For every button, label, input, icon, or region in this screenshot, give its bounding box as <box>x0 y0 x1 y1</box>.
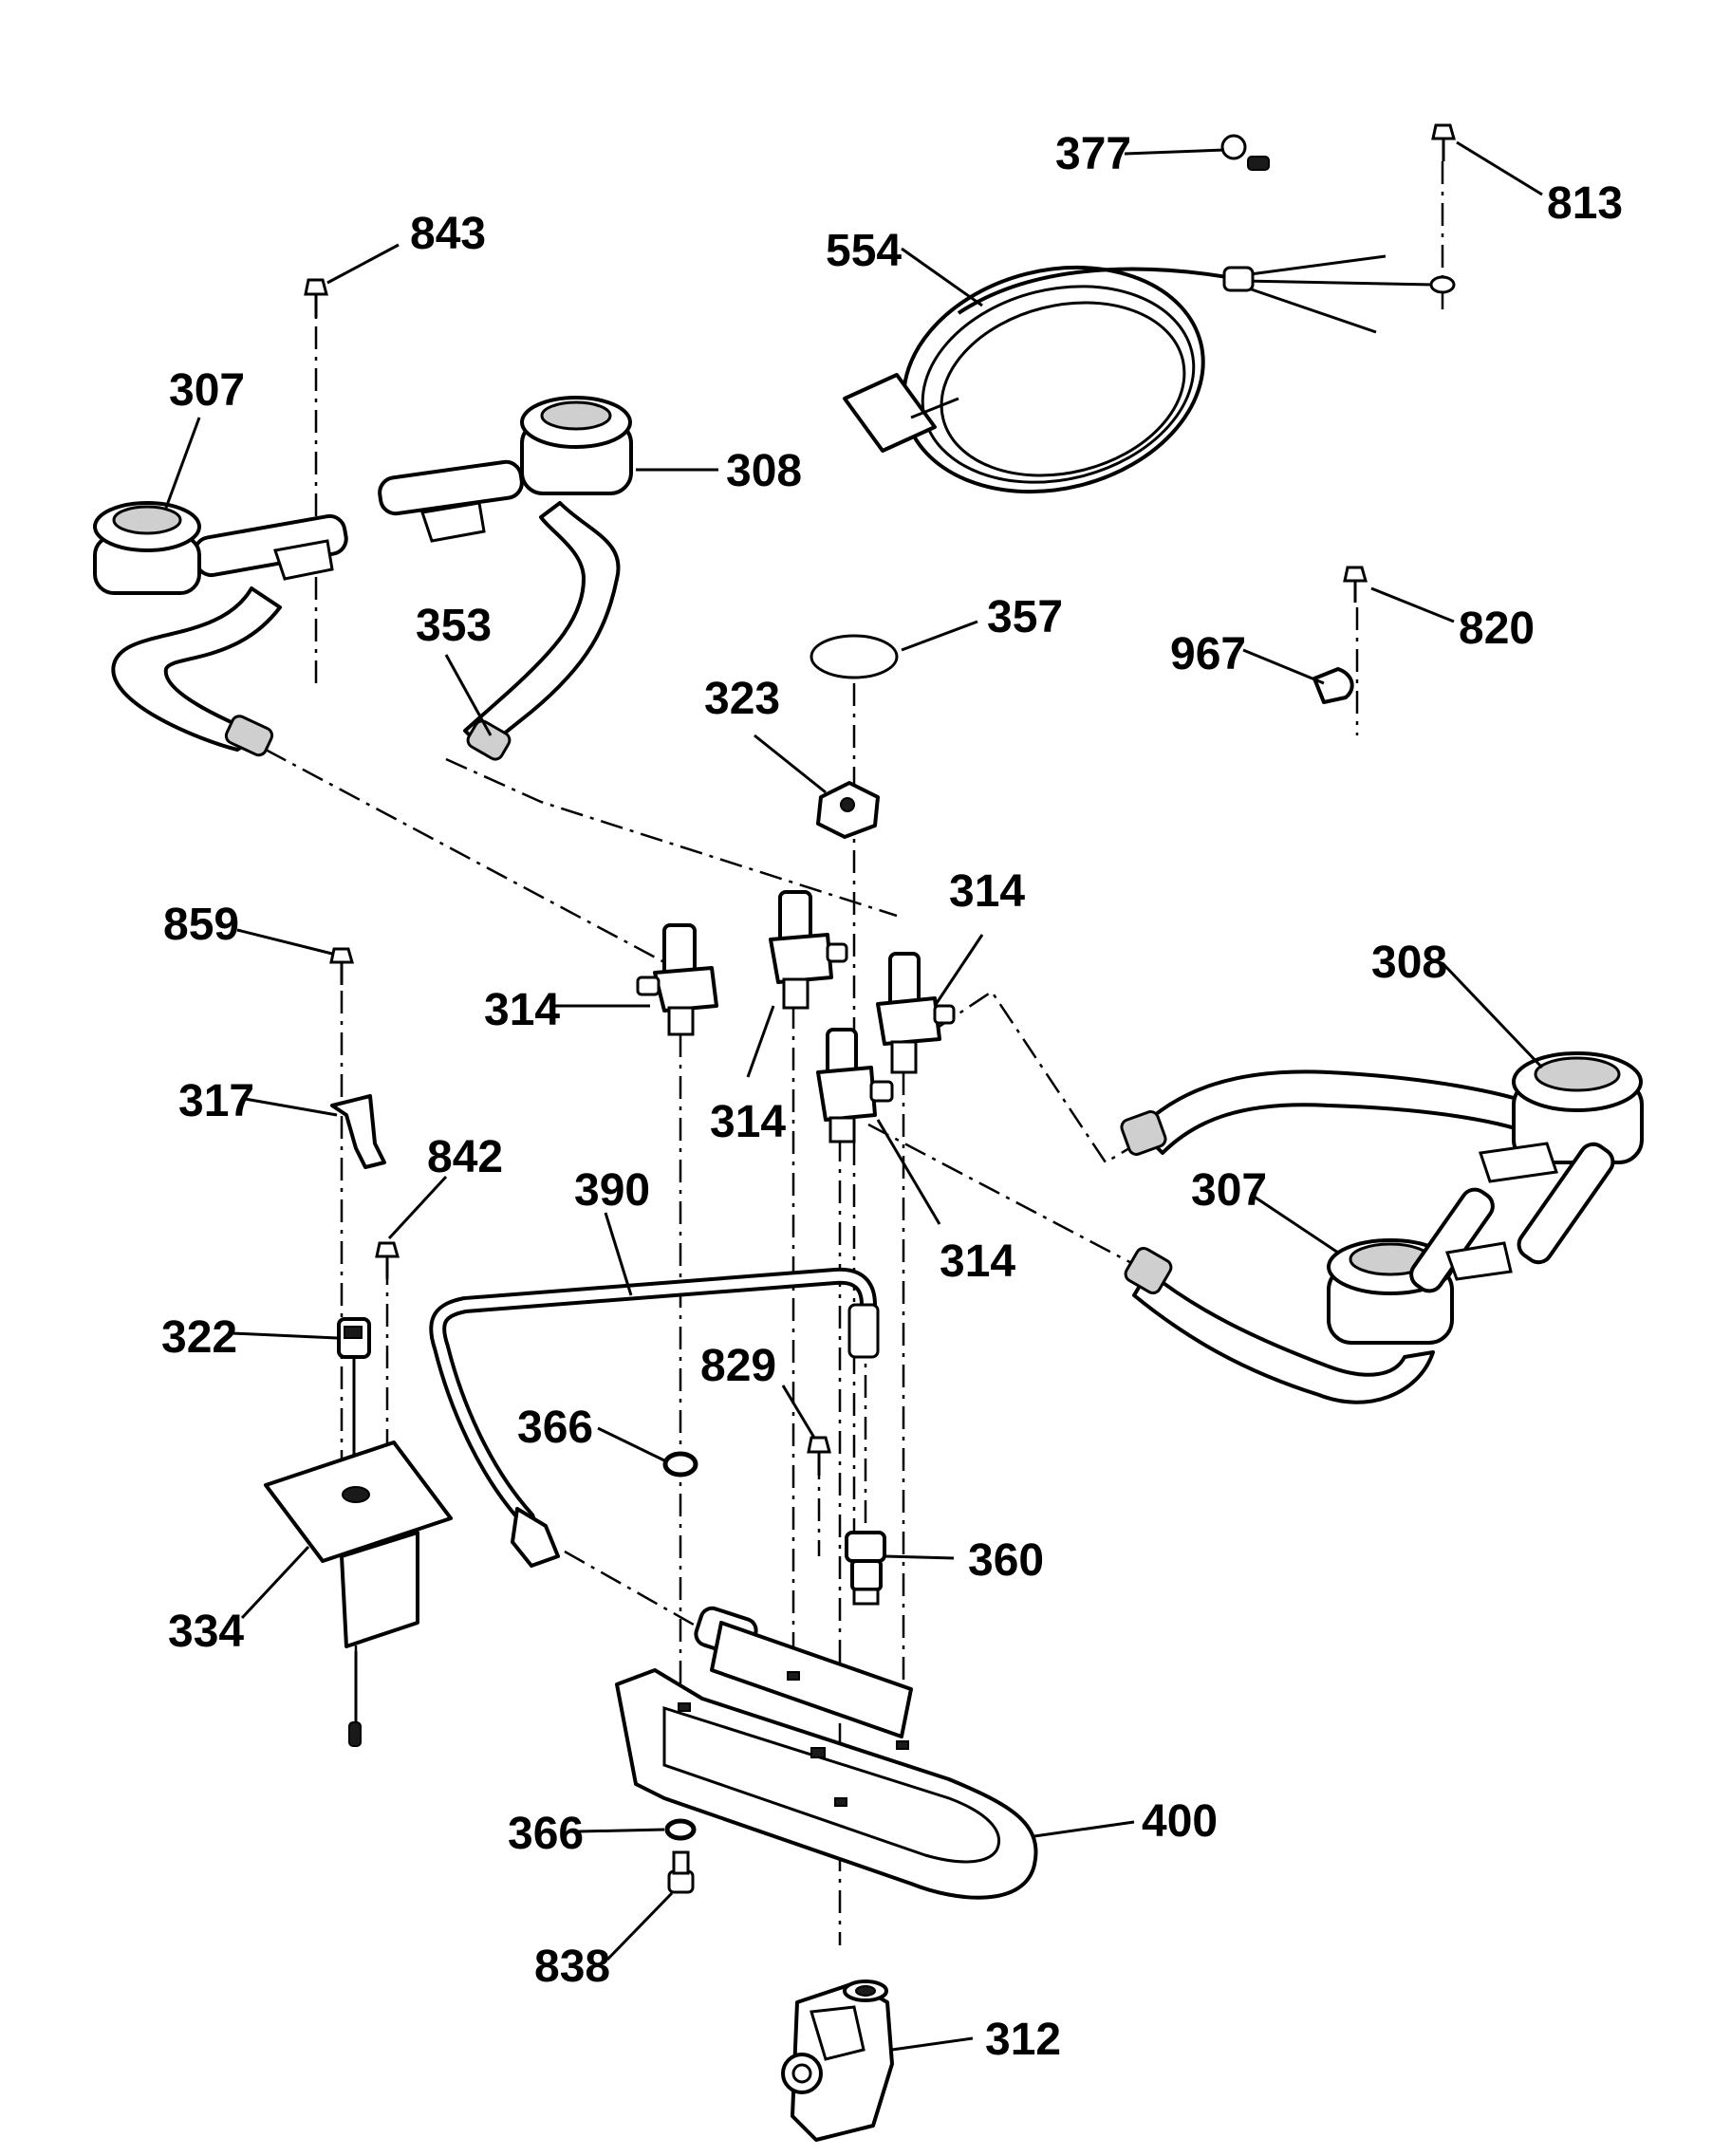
label-842: 842 <box>427 1132 503 1182</box>
label-323: 323 <box>704 674 780 724</box>
label-813: 813 <box>1547 178 1623 229</box>
screw-843-icon <box>304 278 328 318</box>
cap-357-icon <box>810 634 899 679</box>
label-859: 859 <box>163 900 239 950</box>
washer-366-upper-icon <box>662 1451 698 1478</box>
fitting-360-icon <box>845 1531 886 1606</box>
label-390: 390 <box>574 1165 650 1216</box>
burner-307-left-icon <box>93 501 348 757</box>
leader-lines <box>164 140 1544 2052</box>
screw-842-icon <box>375 1241 400 1279</box>
power-cord-554-icon <box>843 254 1456 494</box>
screw-829-icon <box>807 1436 831 1476</box>
valve-314-left-icon <box>636 923 718 1036</box>
label-334: 334 <box>168 1607 244 1657</box>
label-314-lower: 314 <box>940 1236 1015 1287</box>
valve-314-center-icon <box>769 890 848 1010</box>
label-307-left: 307 <box>169 365 245 416</box>
screw-859-icon <box>329 947 354 985</box>
label-377: 377 <box>1055 129 1131 179</box>
label-314-left: 314 <box>484 985 560 1035</box>
label-314-upper-right: 314 <box>949 866 1025 917</box>
label-308-top: 308 <box>726 446 802 496</box>
label-353: 353 <box>416 601 492 651</box>
bracket-317-icon <box>330 1094 386 1169</box>
label-820: 820 <box>1459 604 1535 654</box>
valve-314-lower-icon <box>816 1028 894 1143</box>
regulator-312-icon <box>781 1979 894 2142</box>
label-366-upper: 366 <box>517 1403 593 1453</box>
label-307-right: 307 <box>1191 1165 1267 1216</box>
label-314-center: 314 <box>710 1097 786 1147</box>
part-377-icon <box>1220 134 1270 171</box>
screw-820-icon <box>1343 566 1368 603</box>
label-322: 322 <box>161 1312 237 1363</box>
part-labels: 377 813 843 554 307 308 353 357 820 323 … <box>161 129 1623 2065</box>
orifice-holder-323-icon <box>816 781 880 839</box>
label-360: 360 <box>968 1535 1044 1586</box>
label-308-right: 308 <box>1371 938 1447 988</box>
label-312: 312 <box>985 2015 1061 2065</box>
label-554: 554 <box>826 226 902 276</box>
switch-322-icon <box>337 1317 371 1461</box>
label-843: 843 <box>410 209 486 259</box>
burner-307-right-icon <box>1124 1187 1513 1404</box>
burner-308-top-icon <box>378 396 633 761</box>
gas-tube-390-icon <box>429 1267 880 1568</box>
label-829: 829 <box>700 1341 776 1391</box>
label-357: 357 <box>987 592 1063 642</box>
screw-838-icon <box>667 1850 695 1894</box>
clip-967-icon <box>1312 667 1354 704</box>
label-838: 838 <box>534 1942 610 1992</box>
label-317: 317 <box>178 1076 254 1126</box>
label-366-lower: 366 <box>508 1809 584 1859</box>
bracket-334-icon <box>264 1440 453 1747</box>
screw-813-icon <box>1431 123 1456 161</box>
valve-314-upper-right-icon <box>876 952 956 1074</box>
label-400: 400 <box>1142 1796 1218 1847</box>
burner-308-right-icon <box>1120 1051 1644 1265</box>
label-967: 967 <box>1170 629 1246 679</box>
washer-366-lower-icon <box>664 1818 697 1841</box>
manifold-400-icon <box>615 1606 1038 1900</box>
